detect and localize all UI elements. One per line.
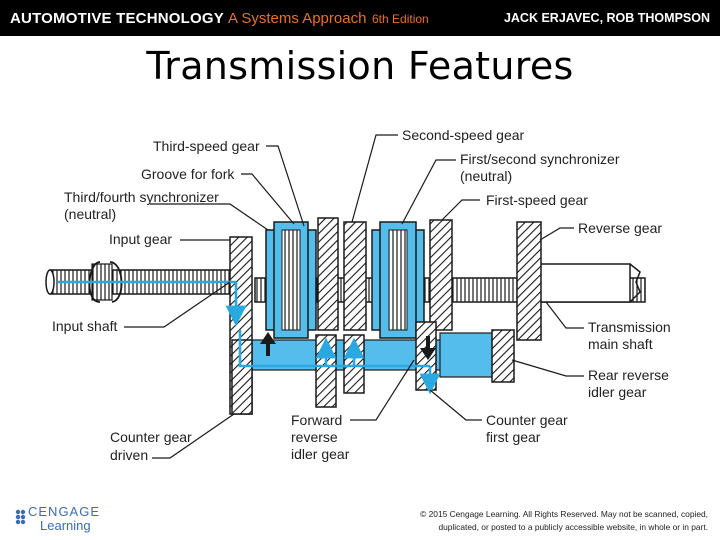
label-first-second-sync-state: (neutral) [460, 168, 512, 184]
first-speed-gear [429, 219, 453, 331]
label-counter-gear-driven: Counter gear [110, 429, 192, 445]
slide-title: Transmission Features [146, 44, 574, 88]
first-second-synchronizer [371, 221, 425, 339]
label-first-second-sync: First/second synchronizer [460, 151, 620, 167]
counter-shaft-rear [439, 332, 496, 378]
logo-text-learning: Learning [40, 518, 91, 533]
label-groove-for-fork: Groove for fork [141, 166, 235, 182]
label-first-speed-gear: First-speed gear [486, 192, 588, 208]
label-forward-reverse: Forward [291, 412, 342, 428]
book-authors: JACK ERJAVEC, ROB THOMPSON [503, 11, 710, 25]
cengage-logo-icon [15, 509, 26, 525]
counter-gear-driven [231, 339, 253, 415]
label-forward-reverse-2: reverse [291, 429, 338, 445]
label-main-shaft: Transmission [588, 319, 671, 335]
label-second-speed-gear: Second-speed gear [402, 127, 525, 143]
copyright-notice: © 2015 Cengage Learning. All Rights Rese… [398, 508, 708, 534]
down-arrow-icon [420, 336, 436, 360]
label-counter-gear-first-2: first gear [486, 429, 541, 445]
reverse-gear [516, 221, 542, 341]
third-fourth-synchronizer [265, 221, 317, 339]
label-counter-gear-first: Counter gear [486, 412, 568, 428]
counter-gear-third [315, 334, 337, 408]
rear-reverse-idler-gear [491, 329, 515, 383]
main-shaft-end [539, 263, 631, 303]
label-counter-gear-driven-2: driven [110, 447, 148, 463]
label-reverse-gear: Reverse gear [578, 220, 662, 236]
book-header-bar: AUTOMOTIVE TECHNOLOGY A Systems Approach… [0, 0, 720, 36]
book-subtitle: A Systems Approach [228, 10, 367, 27]
power-flow-path [58, 280, 441, 395]
label-third-fourth-sync-state: (neutral) [64, 206, 116, 222]
book-edition: 6th Edition [372, 12, 429, 26]
label-rear-reverse-2: idler gear [588, 384, 647, 400]
second-speed-gear [343, 221, 367, 331]
copyright-line-1: © 2015 Cengage Learning. All Rights Rese… [420, 509, 708, 519]
transmission-diagram: Third-speed gear Groove for fork Third/f… [45, 127, 671, 463]
label-rear-reverse: Rear reverse [588, 367, 669, 383]
label-third-speed-gear: Third-speed gear [153, 138, 260, 154]
label-input-gear: Input gear [109, 231, 172, 247]
up-arrow-icon [260, 332, 276, 356]
book-title: AUTOMOTIVE TECHNOLOGY [10, 10, 224, 27]
leader-lines [124, 134, 584, 459]
copyright-line-2: duplicated, or posted to a publicly acce… [438, 522, 708, 532]
label-main-shaft-2: main shaft [588, 336, 653, 352]
label-forward-reverse-3: idler gear [291, 446, 350, 462]
label-input-shaft: Input shaft [52, 318, 117, 334]
third-speed-gear [317, 217, 339, 331]
label-third-fourth-sync: Third/fourth synchronizer [64, 189, 219, 205]
logo-text-cengage: CENGAGE [28, 504, 101, 519]
